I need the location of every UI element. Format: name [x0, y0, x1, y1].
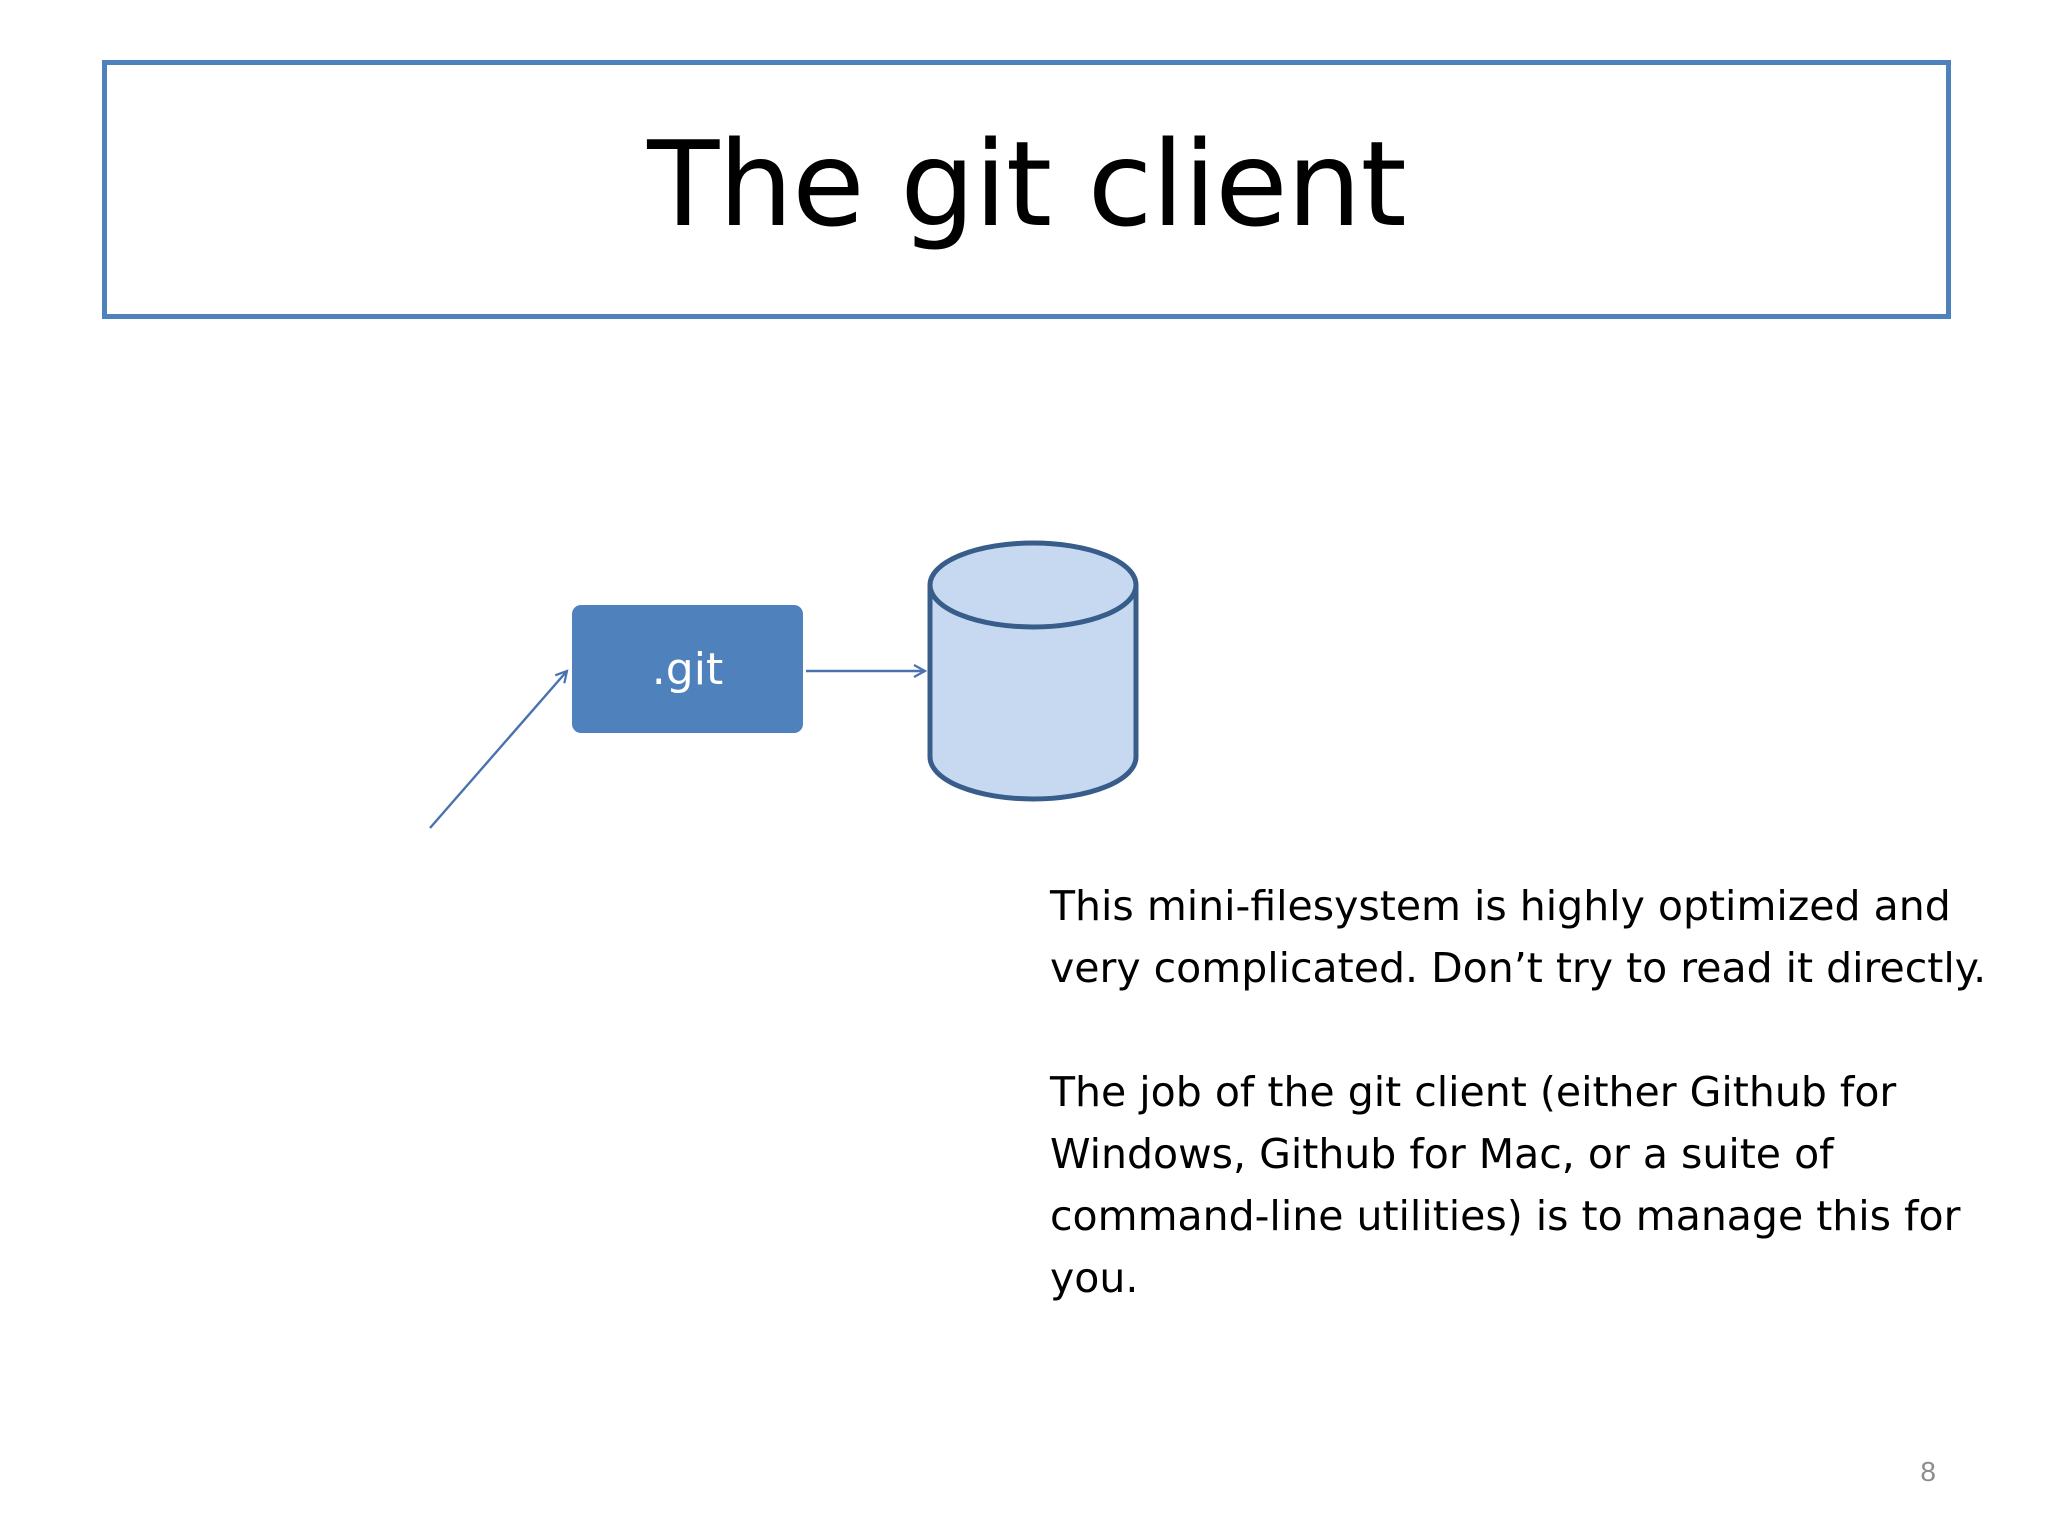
slide-title-box: The git client — [102, 60, 1951, 319]
paragraph-git-client: The job of the git client (either Github… — [1050, 1068, 1961, 1302]
paragraph-gap — [1050, 999, 2010, 1061]
incoming-arrow — [429, 671, 567, 829]
paragraph-filesystem: This mini-filesystem is highly optimized… — [1050, 882, 1987, 992]
git-box-label: .git — [651, 643, 724, 695]
git-folder-box: .git — [572, 605, 803, 733]
explanation-text: This mini-filesystem is highly optimized… — [1050, 875, 2010, 1309]
page-number: 8 — [1920, 1456, 1936, 1487]
storage-cylinder-icon — [927, 540, 1139, 802]
slide-title: The git client — [647, 114, 1407, 253]
